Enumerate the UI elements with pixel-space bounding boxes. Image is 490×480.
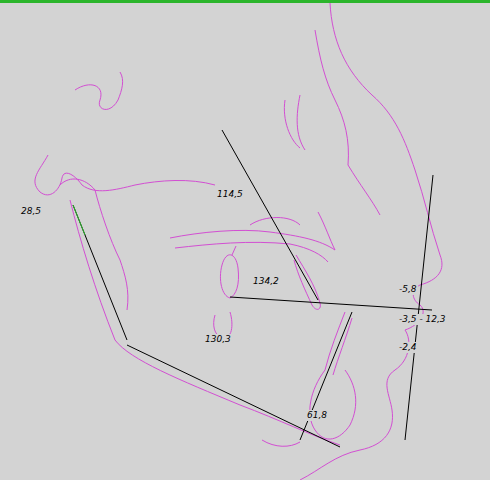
esthetic-line bbox=[405, 175, 433, 440]
measurement-value: 28,5 bbox=[20, 206, 42, 217]
measurement-value: 134,2 bbox=[252, 276, 280, 287]
top-bar bbox=[0, 0, 490, 3]
upper-incisor-axis bbox=[222, 130, 318, 300]
anatomy-outline bbox=[35, 3, 442, 480]
occlusal-plane bbox=[230, 297, 432, 310]
measurement-value: -2,4 bbox=[398, 342, 418, 353]
mandibular-plane bbox=[127, 345, 340, 447]
measurement-value: -5,8 bbox=[398, 284, 418, 295]
measurement-value: 114,5 bbox=[216, 189, 244, 200]
measurement-lines bbox=[73, 130, 433, 447]
lower-incisor-axis bbox=[300, 312, 352, 440]
measurement-value: -3,5 - 12,3 bbox=[398, 314, 447, 325]
ramus-line bbox=[73, 205, 127, 340]
measurement-value: 130,3 bbox=[204, 334, 232, 345]
measurement-value: 61,8 bbox=[306, 410, 328, 421]
ramus-start bbox=[73, 205, 85, 235]
